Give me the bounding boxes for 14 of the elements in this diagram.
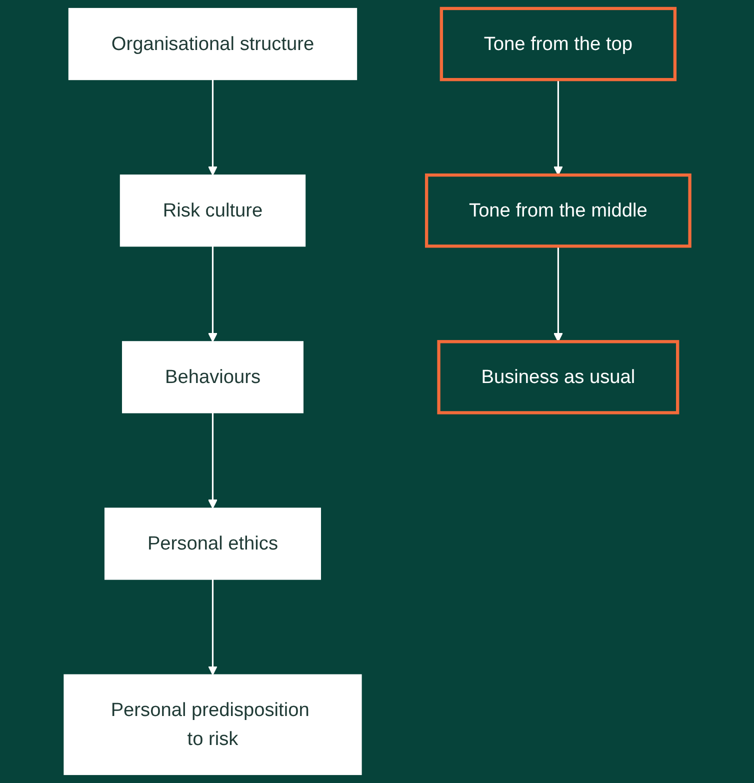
node-box: Organisational structure — [68, 8, 358, 80]
node-box: Tone from the top — [440, 6, 677, 82]
node-box: Tone from the middle — [424, 173, 692, 248]
arrow — [208, 80, 218, 176]
node-box: Personal ethics — [104, 508, 321, 580]
arrow — [554, 80, 563, 176]
arrow — [208, 246, 218, 342]
arrow — [208, 579, 218, 676]
node-box: Personal predisposition to risk — [64, 674, 362, 776]
arrow — [554, 246, 563, 342]
node-box: Business as usual — [437, 340, 680, 414]
arrow — [208, 412, 218, 509]
node-box: Risk culture — [120, 174, 306, 247]
node-box: Behaviours — [122, 341, 304, 414]
